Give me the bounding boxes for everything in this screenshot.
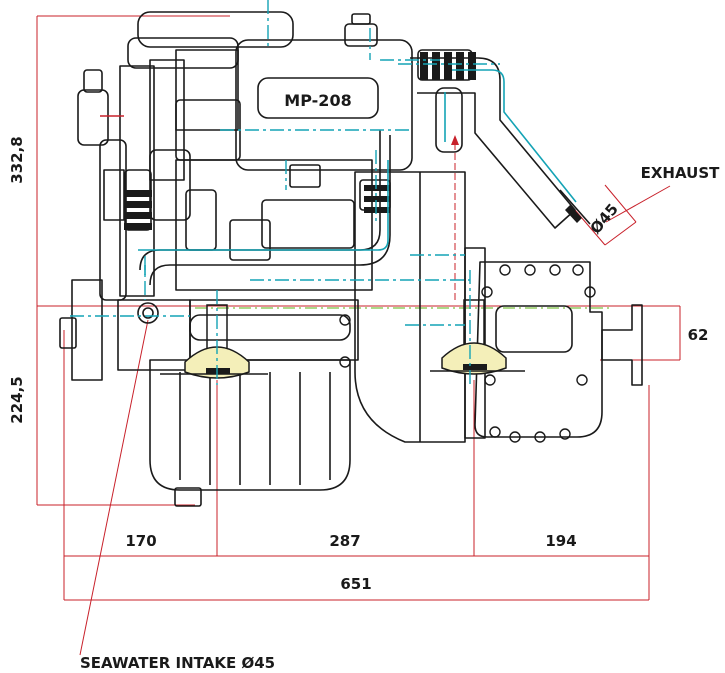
front-engine-mount [160,304,268,379]
dimension-mount-to-mount: 287 [329,532,360,550]
hose-clamps [124,52,582,230]
dimension-mount-to-flange: 194 [545,532,576,550]
arrow-head-icon [451,135,459,145]
dimension-height-upper: 332,8 [8,136,26,183]
dimension-overall-length: 651 [340,575,371,593]
dimension-height-lower: 224,5 [8,376,26,423]
dimension-gearbox-offset: 62 [688,326,709,344]
exhaust-diameter-label: Ø45 [586,200,621,237]
dimension-front-to-mount: 170 [125,532,156,550]
coolant-hoses-cyan [100,69,577,275]
engine-outline [59,11,643,507]
rear-engine-mount [430,299,525,375]
gearbox-bolts [339,264,596,443]
model-label: MP-208 [284,91,351,110]
seawater-intake-label: SEAWATER INTAKE Ø45 [80,654,275,672]
centerlines [70,0,500,385]
exhaust-label: EXHAUST [641,164,720,182]
